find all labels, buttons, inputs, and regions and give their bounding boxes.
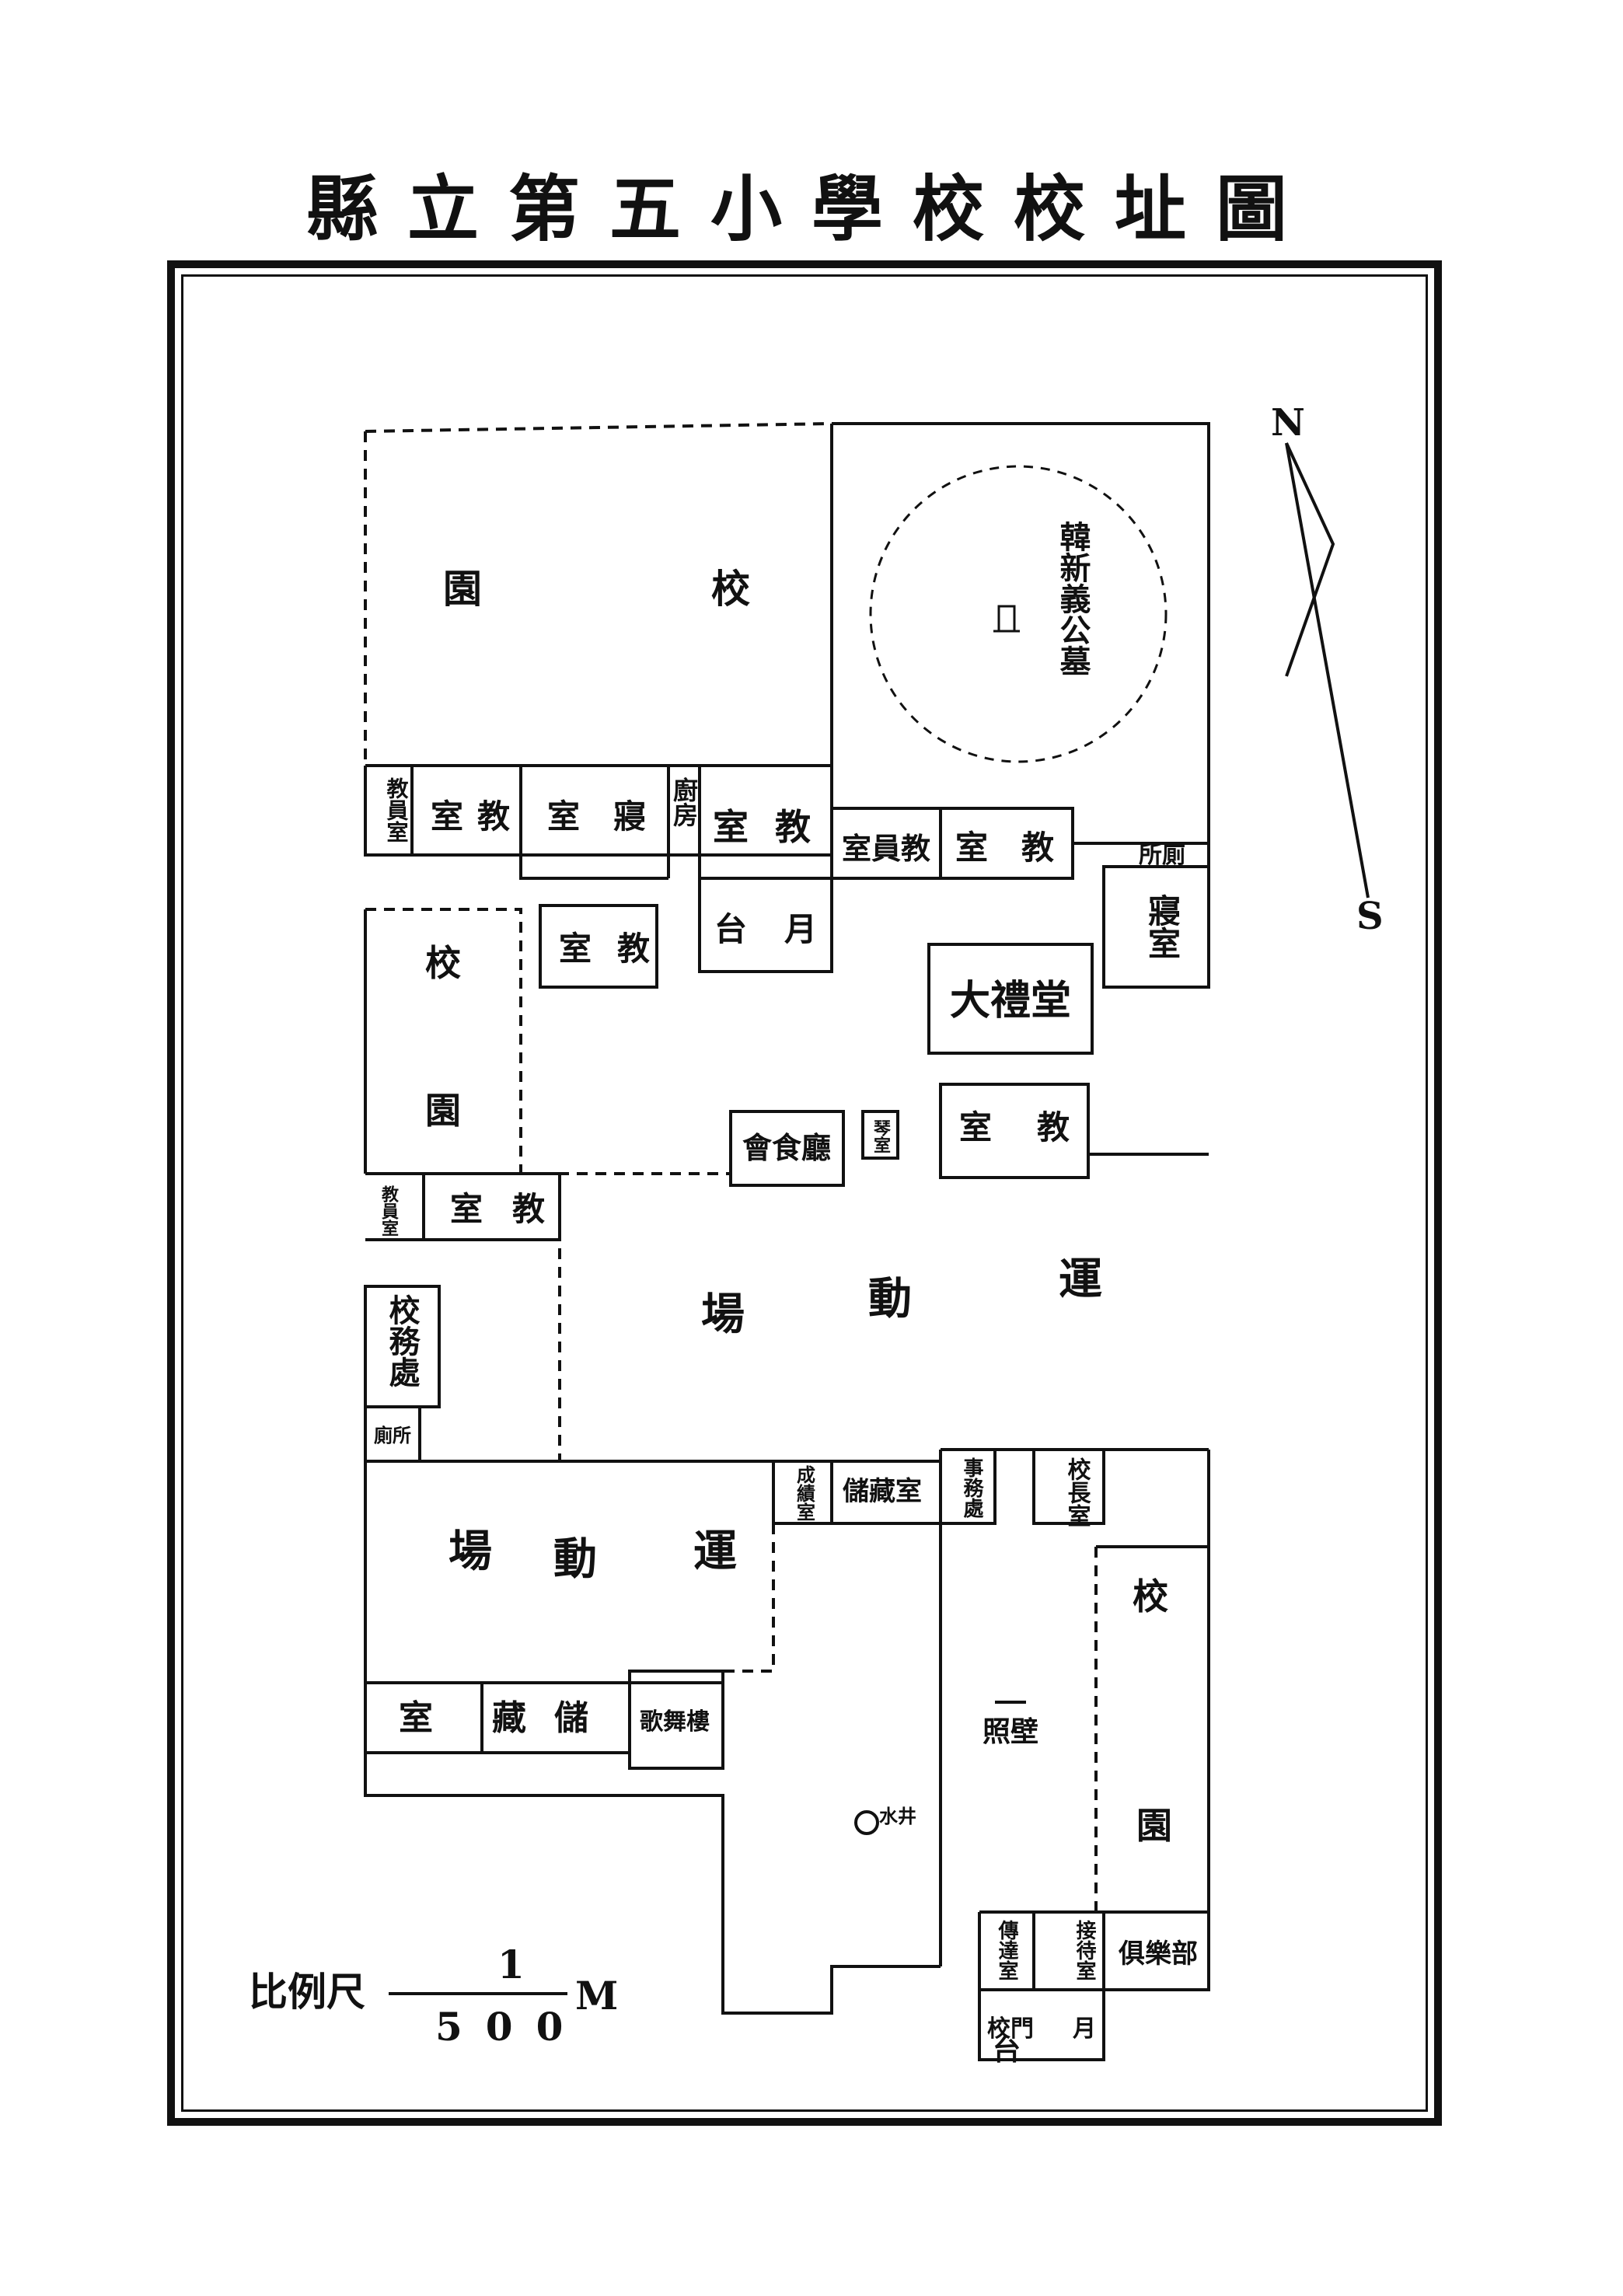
label-garden-right-2: 園 (1136, 1805, 1172, 1847)
label-classroom-2b: 教 (775, 806, 811, 848)
label-music-hall: 歌舞樓 (640, 1708, 710, 1736)
label-school-affairs: 校務處 (384, 1294, 421, 1388)
label-staff-room-1: 教員室 (384, 777, 410, 843)
label-storage-2b: 藏 (492, 1698, 526, 1738)
label-storage-2a: 室 (399, 1698, 433, 1738)
label-classroom-2a: 室 (713, 806, 749, 848)
label-screen-wall: 照壁 (983, 1715, 1038, 1748)
label-toilet-1: 所廁 (1139, 842, 1185, 869)
label-field-2a: 運 (693, 1526, 737, 1577)
label-staff-room-3: 教員室 (379, 1185, 400, 1237)
scale-numerator: 1 (497, 1942, 525, 1987)
label-classroom-6b: 教 (512, 1190, 545, 1228)
label-field-1b: 動 (868, 1273, 912, 1324)
label-dining-hall: 會食廳 (742, 1130, 831, 1165)
label-toilet-2: 廁所 (374, 1424, 411, 1446)
label-classroom-5a: 室 (959, 1108, 992, 1146)
label-field-2c: 場 (449, 1526, 492, 1577)
label-principal: 校長室 (1063, 1457, 1091, 1527)
tombstone-icon (993, 605, 1020, 633)
label-office: 事務處 (960, 1457, 983, 1519)
label-messenger: 傳達室 (995, 1920, 1019, 1980)
label-field-2b: 動 (553, 1534, 597, 1585)
map-title: 縣立第五小學校校址圖 (305, 167, 1317, 251)
label-classroom-6a: 室 (450, 1190, 483, 1228)
label-garden-left-2: 園 (425, 1090, 461, 1132)
label-dorm-1b: 寢 (613, 797, 646, 836)
label-classroom-3a: 室 (955, 829, 988, 867)
label-platform-1b: 月 (784, 910, 817, 948)
label-classroom-4b: 教 (617, 930, 650, 968)
label-grades-room: 成績室 (794, 1465, 816, 1521)
compass-south: S (1356, 895, 1384, 938)
label-garden-top-left-1: 園 (443, 566, 482, 612)
inner-frame (181, 274, 1428, 2112)
label-tomb: 韓新義公墓 (1055, 521, 1091, 676)
label-classroom-1b: 教 (477, 797, 510, 836)
label-kitchen: 廚房 (669, 776, 699, 827)
outer-frame (167, 260, 1442, 2126)
label-storage-1: 儲藏室 (843, 1476, 922, 1507)
label-dorm-2: 寢室 (1143, 894, 1181, 959)
label-dorm-1a: 室 (547, 797, 580, 836)
label-garden-top-left-2: 校 (711, 566, 750, 612)
label-classroom-4a: 室 (559, 930, 592, 968)
scale-unit: M (575, 1973, 618, 2019)
label-classroom-5b: 教 (1037, 1108, 1070, 1146)
scale-denominator: 500 (435, 2004, 586, 2050)
label-staff-room-2: 室員教 (842, 831, 930, 866)
label-field-1a: 運 (1059, 1254, 1102, 1305)
label-classroom-1a: 室 (431, 797, 463, 836)
label-piano-room: 琴室 (871, 1119, 891, 1153)
label-club: 俱樂部 (1118, 1938, 1198, 1970)
label-garden-right-1: 校 (1133, 1575, 1168, 1617)
label-reception: 接待室 (1073, 1920, 1096, 1980)
label-gate-2: 月 (1073, 2015, 1096, 2043)
compass-north: N (1271, 401, 1305, 445)
label-classroom-3b: 教 (1021, 829, 1054, 867)
scale-label: 比例尺 (249, 1969, 365, 2015)
label-gate-1: 校門 (987, 2015, 1034, 2043)
label-field-1c: 場 (701, 1289, 745, 1340)
label-gate-3: 台 (993, 2034, 1021, 2067)
label-storage-2c: 儲 (554, 1698, 588, 1738)
label-well: 水井 (879, 1805, 916, 1827)
label-auditorium: 大禮堂 (950, 977, 1071, 1024)
label-platform-1a: 台 (714, 910, 747, 948)
label-garden-left-1: 校 (425, 942, 461, 984)
